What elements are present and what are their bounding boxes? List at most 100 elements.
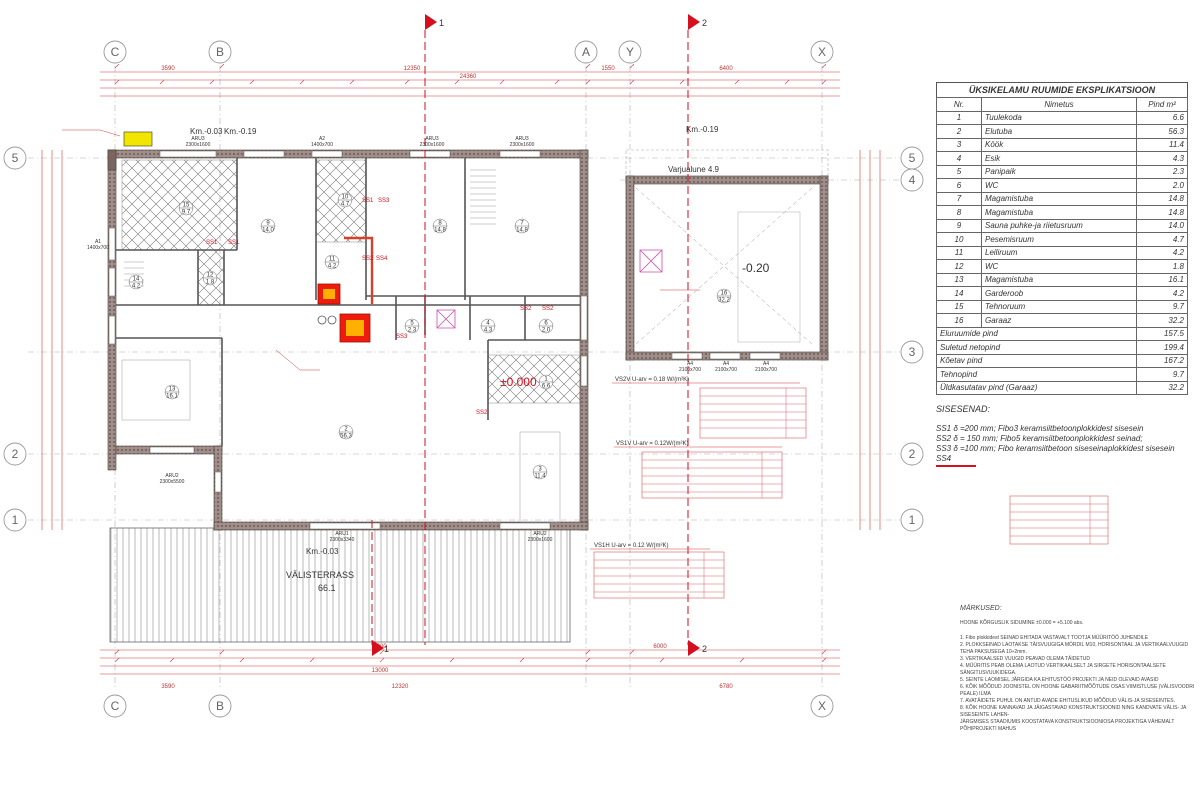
room-tag-area: 1.8 (206, 280, 215, 286)
grid-label-a-top: A (582, 45, 590, 59)
interior-wall-heading: SISESENAD: (936, 404, 991, 414)
terrace-name: VÄLISTERRASS (286, 570, 354, 580)
summary-area: 157.5 (1136, 326, 1188, 341)
grid-label-x-top: X (818, 45, 826, 59)
window-size: 2100x700 (715, 367, 737, 373)
room-name: Leiliruum (981, 245, 1137, 260)
room-tag-area: 56.3 (340, 434, 352, 440)
room-tag-area: 2.0 (542, 328, 551, 334)
room-tag-area: 14.8 (434, 228, 446, 234)
room-nr: 12 (936, 259, 982, 274)
room-area: 14.8 (1136, 205, 1188, 220)
room-nr: 4 (936, 151, 982, 166)
room-tag-area: 2.3 (408, 328, 417, 334)
summary-area: 9.7 (1136, 367, 1188, 382)
room-nr: 6 (936, 178, 982, 193)
summary-area: 199.4 (1136, 340, 1188, 355)
notes-datum: HOONE KÕRGUSLIK SIDUMINE ±0.000 = +5.100… (960, 620, 1084, 626)
dim-top-overall: 24360 (460, 74, 477, 80)
wall-type-tag: SS1 (206, 240, 218, 246)
grid-label-x-bottom: X (818, 699, 826, 713)
section-label-1-top: 1 (439, 18, 444, 28)
room-nr: 11 (936, 245, 982, 260)
room-tag-area: 16.1 (166, 394, 178, 400)
room-tag-number: 4 (486, 321, 490, 327)
room-tag-area: 4.3 (484, 328, 493, 334)
wall-type-vs1v: VS1V U-arv = 0.12W/(m²K) (614, 441, 783, 499)
garage (625, 149, 829, 361)
terrace (109, 527, 571, 643)
wall-type-vs1h: VS1H U-arv = 0.12 W/(m²K) (590, 543, 725, 599)
room-nr: 2 (936, 124, 982, 139)
window-code: A4 (763, 361, 769, 367)
varjualune-label: Varjualune 4.9 (668, 165, 720, 174)
room-area: 2.3 (1136, 164, 1188, 179)
section-lines (371, 30, 689, 645)
room-name: Magamistuba (981, 205, 1137, 220)
room-nr: 13 (936, 272, 982, 287)
room-name: Garderoob (981, 286, 1137, 301)
grid-label-1-left: 1 (12, 513, 19, 527)
terrace-km: Km.-0.03 (306, 547, 339, 556)
wall-type-tag: SS3 (396, 334, 408, 340)
room-tags: 159.7914.0104.7814.8714.8144.2121.8114.2… (128, 192, 732, 480)
room-area: 56.3 (1136, 124, 1188, 139)
summary-area: 167.2 (1136, 353, 1188, 368)
room-name: Köök (981, 137, 1137, 152)
note-item: JÄRGMISES STAADIUMIS KOOSTATAVA KONSTRUK… (960, 719, 1175, 732)
room-nr: 16 (936, 313, 982, 328)
room-tag-number: 14 (133, 277, 140, 283)
area-summary-row: Üldkasutatav pind (Garaaz)32.2 (936, 380, 1188, 395)
dim-bottom-total: 12320 (392, 684, 409, 690)
interior-wall-ss2: SS2 δ = 150 mm; Fibo5 keramsiitbetoonplo… (936, 434, 1143, 443)
wall-type-tag: SS2 (362, 256, 374, 262)
room-tag-area: 11.4 (534, 474, 546, 480)
dim-bottom-overall: 13000 (372, 668, 389, 674)
summary-name: Tehnopind (936, 367, 1137, 382)
grid-label-c-top: C (111, 45, 120, 59)
room-tag-number: 8 (438, 221, 442, 227)
room-tag-area: 6.6 (542, 384, 551, 390)
wall-type-tag: SS4 (376, 256, 388, 262)
summary-name: Kõetav pind (936, 353, 1137, 368)
window-code: ARU2 (165, 473, 179, 479)
room-area: 1.8 (1136, 259, 1188, 274)
grid-label-5-left: 5 (12, 151, 19, 165)
window-size: 2100x700 (679, 367, 701, 373)
room-tag-area: 9.7 (182, 210, 191, 216)
dim-top-left: 12350 (404, 66, 421, 72)
summary-name: Suletud netopind (936, 340, 1137, 355)
window-size: 1400x700 (311, 142, 333, 148)
room-tag: 104.7 (337, 192, 353, 208)
room-tag-number: 12 (207, 273, 214, 279)
summary-name: Eluruumide pind (936, 326, 1137, 341)
room-area: 9.7 (1136, 299, 1188, 314)
room-schedule: ÜKSIKELAMU RUUMIDE EKSPLIKATSIOON Nr. Ni… (936, 82, 1188, 395)
room-tag-number: 13 (169, 387, 176, 393)
room-nr: 14 (936, 286, 982, 301)
interior-walls (116, 158, 580, 446)
dim-bottom-right: 6780 (719, 684, 733, 690)
wall-type-vs1v-title: VS1V U-arv = 0.12W/(m²K) (616, 441, 689, 447)
summary-name: Üldkasutatav pind (Garaaz) (936, 380, 1137, 395)
interior-wall-ss1: SS1 δ =200 mm; Fibo3 keramsiitbetoonplok… (936, 424, 1144, 433)
